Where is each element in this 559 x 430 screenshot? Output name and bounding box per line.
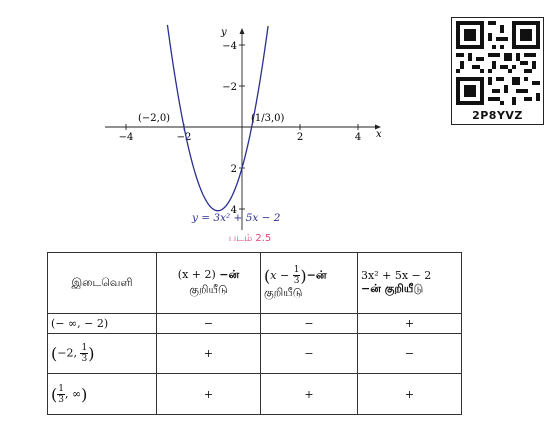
parabola-graph: x y −4 −2 2 4 4 2 −2 −4 (−2,0) (1/3,0) y = 3x² … <box>105 24 382 230</box>
x-axis-arrow-icon <box>375 124 381 130</box>
figure-caption: படம் 2.5 <box>228 233 272 244</box>
header-word-1: குறியீடு <box>189 283 228 296</box>
sign-cell: + <box>260 373 358 415</box>
root-right-label: (1/3,0) <box>251 113 285 124</box>
header-x-plus-2-sign: (x + 2) −ன் குறியீடு <box>156 252 261 314</box>
header-quadratic-sign: 3x² + 5x − 2 −ன் குறியீடு <box>357 252 462 314</box>
sign-cell: − <box>260 333 358 374</box>
sign-cell: + <box>357 313 462 334</box>
qr-code-label: 2P8YVZ <box>472 109 523 122</box>
header-interval: இடைவெளி <box>47 252 157 314</box>
x-axis-label: x <box>376 129 382 140</box>
y-tick-label: −4 <box>222 41 237 52</box>
header-suffix-2: −ன் <box>306 268 327 282</box>
y-tick-label: 2 <box>231 164 237 175</box>
sign-cell: + <box>357 373 462 415</box>
sign-cell: − <box>357 333 462 374</box>
x-tick-label: −4 <box>119 132 134 143</box>
header-suffix-3: −ன் குறியீடு <box>361 282 424 295</box>
sign-cell: + <box>156 373 261 415</box>
table-row: (− ∞, − 2) − − + <box>47 313 462 334</box>
header-word-2: குறியீடு <box>264 286 303 299</box>
x-tick-label: −2 <box>177 132 192 143</box>
qr-code-box[interactable]: 2P8YVZ <box>451 17 544 125</box>
header-expr-x-plus-2: (x + 2) <box>177 268 216 281</box>
header-suffix-1: −ன் <box>219 268 240 281</box>
parabola-curve <box>166 24 269 212</box>
y-tick-label: −2 <box>222 82 237 93</box>
y-tick-label: 4 <box>231 205 237 216</box>
interval-cell: (− ∞, − 2) <box>47 313 157 334</box>
header-expr-quadratic: 3x² + 5x − 2 <box>361 269 432 282</box>
y-axis-label: y <box>220 27 227 38</box>
qr-code-icon <box>456 21 540 105</box>
equation-label: y = 3x² + 5x − 2 <box>191 212 281 224</box>
sign-cell: − <box>260 313 358 334</box>
sign-cell: − <box>156 313 261 334</box>
root-left-label: (−2,0) <box>138 113 170 124</box>
sign-cell: + <box>156 333 261 374</box>
x-tick-label: 2 <box>297 132 303 143</box>
y-axis-arrow-icon <box>239 28 245 34</box>
x-tick-label: 4 <box>355 132 361 143</box>
